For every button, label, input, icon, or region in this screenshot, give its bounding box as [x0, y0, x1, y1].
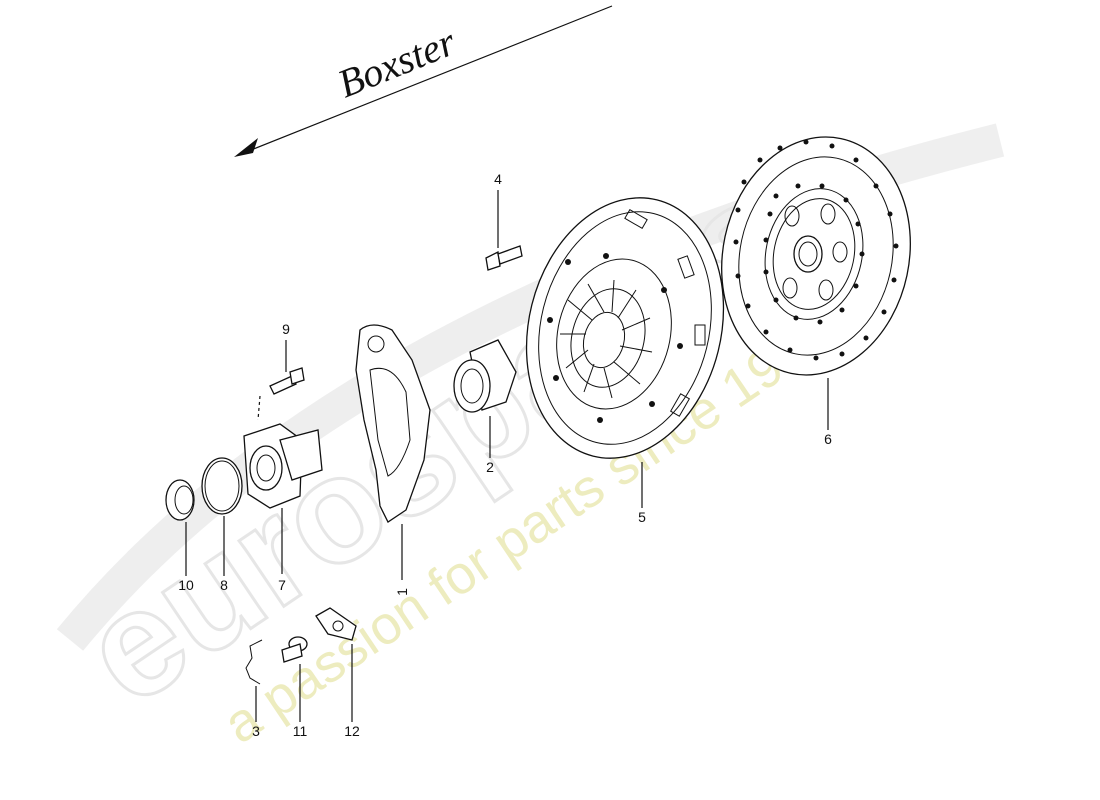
part-spring-clip: [245, 639, 263, 685]
callout-3: 3: [252, 723, 260, 739]
model-script: Boxster: [332, 19, 463, 107]
callout-5: 5: [638, 509, 646, 525]
header-boxster: Boxster: [234, 5, 613, 157]
callout-2: 2: [486, 459, 494, 475]
part-retainer-clip: [315, 607, 357, 641]
part-o-ring: [201, 457, 243, 515]
callout-10: 10: [178, 577, 194, 593]
callout-4: 4: [494, 171, 502, 187]
callout-7: 7: [278, 577, 286, 593]
leader-lines: [185, 190, 829, 722]
part-clutch-disc: [721, 136, 911, 376]
part-release-fork: [355, 324, 431, 523]
callout-9: 9: [282, 321, 290, 337]
direction-arrow-line: [245, 5, 613, 153]
part-screw-9: [257, 367, 305, 421]
callout-8: 8: [220, 577, 228, 593]
callout-6: 6: [824, 431, 832, 447]
part-ball-stud: [281, 636, 308, 663]
part-pressure-plate: [525, 197, 725, 459]
callout-1: 1: [394, 588, 410, 596]
callout-11: 11: [293, 723, 308, 739]
callout-12: 12: [344, 723, 360, 739]
part-seal: [165, 479, 195, 521]
part-release-bearing: [453, 339, 517, 413]
callout-labels: 1 2 3 4 5 6 7 8 9 10 11 12: [178, 171, 832, 739]
part-guide-sleeve: [243, 423, 323, 509]
direction-arrow-head: [234, 138, 258, 157]
part-bolt-4: [485, 245, 523, 271]
